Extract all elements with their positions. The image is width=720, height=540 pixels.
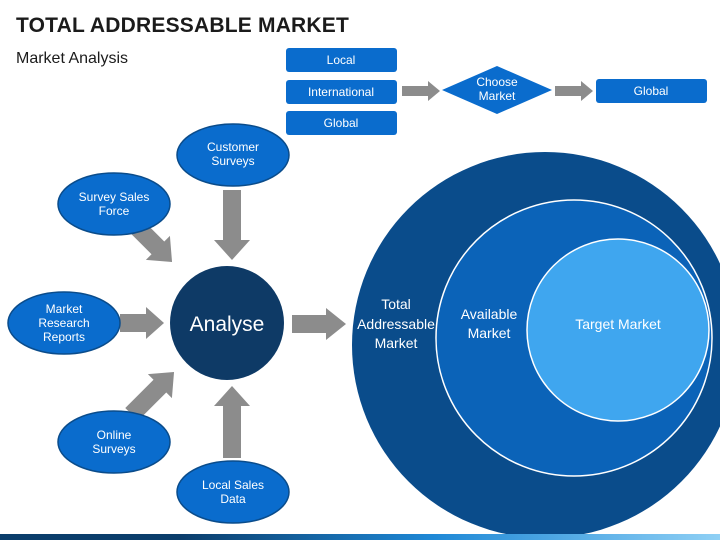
- tam-label-line3: Market: [375, 335, 418, 351]
- arrow-to-result: [555, 81, 593, 101]
- analyse-node: Analyse: [170, 266, 284, 380]
- option-global: Global: [286, 111, 397, 135]
- tam-label-line2: Addressable: [357, 316, 435, 332]
- input-market-research-line2: Research: [38, 316, 89, 330]
- input-market-research-line3: Reports: [43, 330, 85, 344]
- option-local: Local: [286, 48, 397, 72]
- input-market-research-reports: Market Research Reports: [7, 291, 121, 355]
- input-survey-sales-force: Survey Sales Force: [57, 172, 171, 236]
- input-online-surveys: Online Surveys: [57, 410, 171, 474]
- input-survey-sales-force-line2: Force: [99, 204, 130, 218]
- input-customer-surveys-line1: Customer: [207, 140, 259, 154]
- decision-label-line2: Market: [479, 89, 516, 103]
- arrow-customer-surveys: [214, 190, 250, 260]
- decision-label-line1: Choose: [476, 75, 518, 89]
- input-online-surveys-line1: Online: [97, 428, 132, 442]
- input-market-research-line1: Market: [46, 302, 83, 316]
- arrow-online-surveys: [125, 371, 175, 421]
- input-customer-surveys: Customer Surveys: [176, 123, 290, 187]
- bottom-accent-bar: [0, 534, 720, 540]
- option-local-label: Local: [327, 53, 356, 67]
- option-international: International: [286, 80, 397, 104]
- tam-circles: Total Addressable Market Available Marke…: [352, 152, 720, 538]
- input-local-sales-data-line2: Data: [220, 492, 246, 506]
- arrow-market-research: [120, 307, 164, 339]
- target-market-label: Target Market: [575, 316, 661, 332]
- arrow-analyse-to-tam: [292, 308, 346, 340]
- available-label-line1: Available: [461, 306, 518, 322]
- page-subtitle: Market Analysis: [16, 50, 129, 67]
- target-market-circle: [526, 238, 710, 422]
- input-customer-surveys-line2: Surveys: [211, 154, 254, 168]
- input-local-sales-data-line1: Local Sales: [202, 478, 264, 492]
- result-global-label: Global: [634, 84, 669, 98]
- analyse-label: Analyse: [190, 313, 265, 336]
- decision-choose-market: Choose Market: [442, 66, 552, 114]
- arrow-local-sales-data: [214, 386, 250, 458]
- arrow-to-decision: [402, 81, 440, 101]
- input-survey-sales-force-line1: Survey Sales: [79, 190, 150, 204]
- option-international-label: International: [308, 85, 374, 99]
- input-local-sales-data: Local Sales Data: [176, 460, 290, 524]
- option-global-label: Global: [324, 116, 359, 130]
- available-label-line2: Market: [468, 325, 511, 341]
- page-title: TOTAL ADDRESSABLE MARKET: [16, 14, 350, 37]
- tam-label-line1: Total: [381, 296, 411, 312]
- result-global: Global: [596, 79, 707, 103]
- input-online-surveys-line2: Surveys: [92, 442, 135, 456]
